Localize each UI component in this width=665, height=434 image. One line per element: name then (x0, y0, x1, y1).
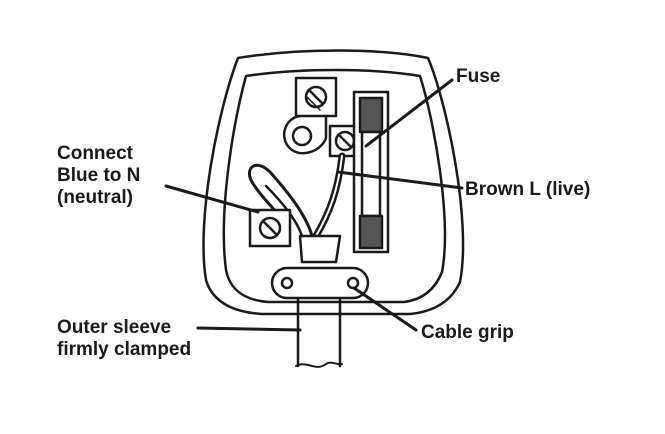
grip-screw-right (346, 276, 360, 290)
blue-neutral-wire (247, 163, 314, 238)
brown-leader-line (336, 170, 464, 190)
plug-casing-inner (222, 68, 447, 304)
label-outer-line-2: firmly clamped (57, 339, 192, 360)
earth-pin-body (282, 114, 328, 155)
plug-casing-outer (202, 49, 465, 316)
sleeve-leader-line (196, 326, 302, 332)
label-brown-live: Brown L (live) (465, 179, 591, 200)
cable-core (298, 234, 342, 264)
brown-live-wire (312, 152, 346, 240)
label-blue-neutral: Connect Blue to N (neutral) (57, 143, 140, 209)
earth-terminal (294, 76, 338, 118)
fuse-cap-top (360, 98, 382, 132)
fuse-cap-bottom (360, 216, 382, 248)
outer-sleeve-cable (296, 296, 342, 368)
label-fuse: Fuse (456, 66, 501, 87)
grip-screw-left (280, 276, 294, 290)
fuse-leader-line (364, 78, 454, 148)
label-outer-line-1: Outer sleeve (57, 317, 172, 338)
grip-leader-line (352, 286, 418, 332)
label-blue-line-3: (neutral) (57, 187, 133, 208)
label-outer-sleeve: Outer sleeve firmly clamped (57, 317, 191, 361)
label-blue-line-2: Blue to N (57, 165, 141, 186)
label-cable-grip: Cable grip (421, 322, 514, 343)
cable-grip-bar (270, 266, 370, 300)
blue-leader-line (164, 184, 260, 214)
earth-pin-hole (291, 125, 313, 147)
label-blue-line-1: Connect (57, 143, 133, 164)
